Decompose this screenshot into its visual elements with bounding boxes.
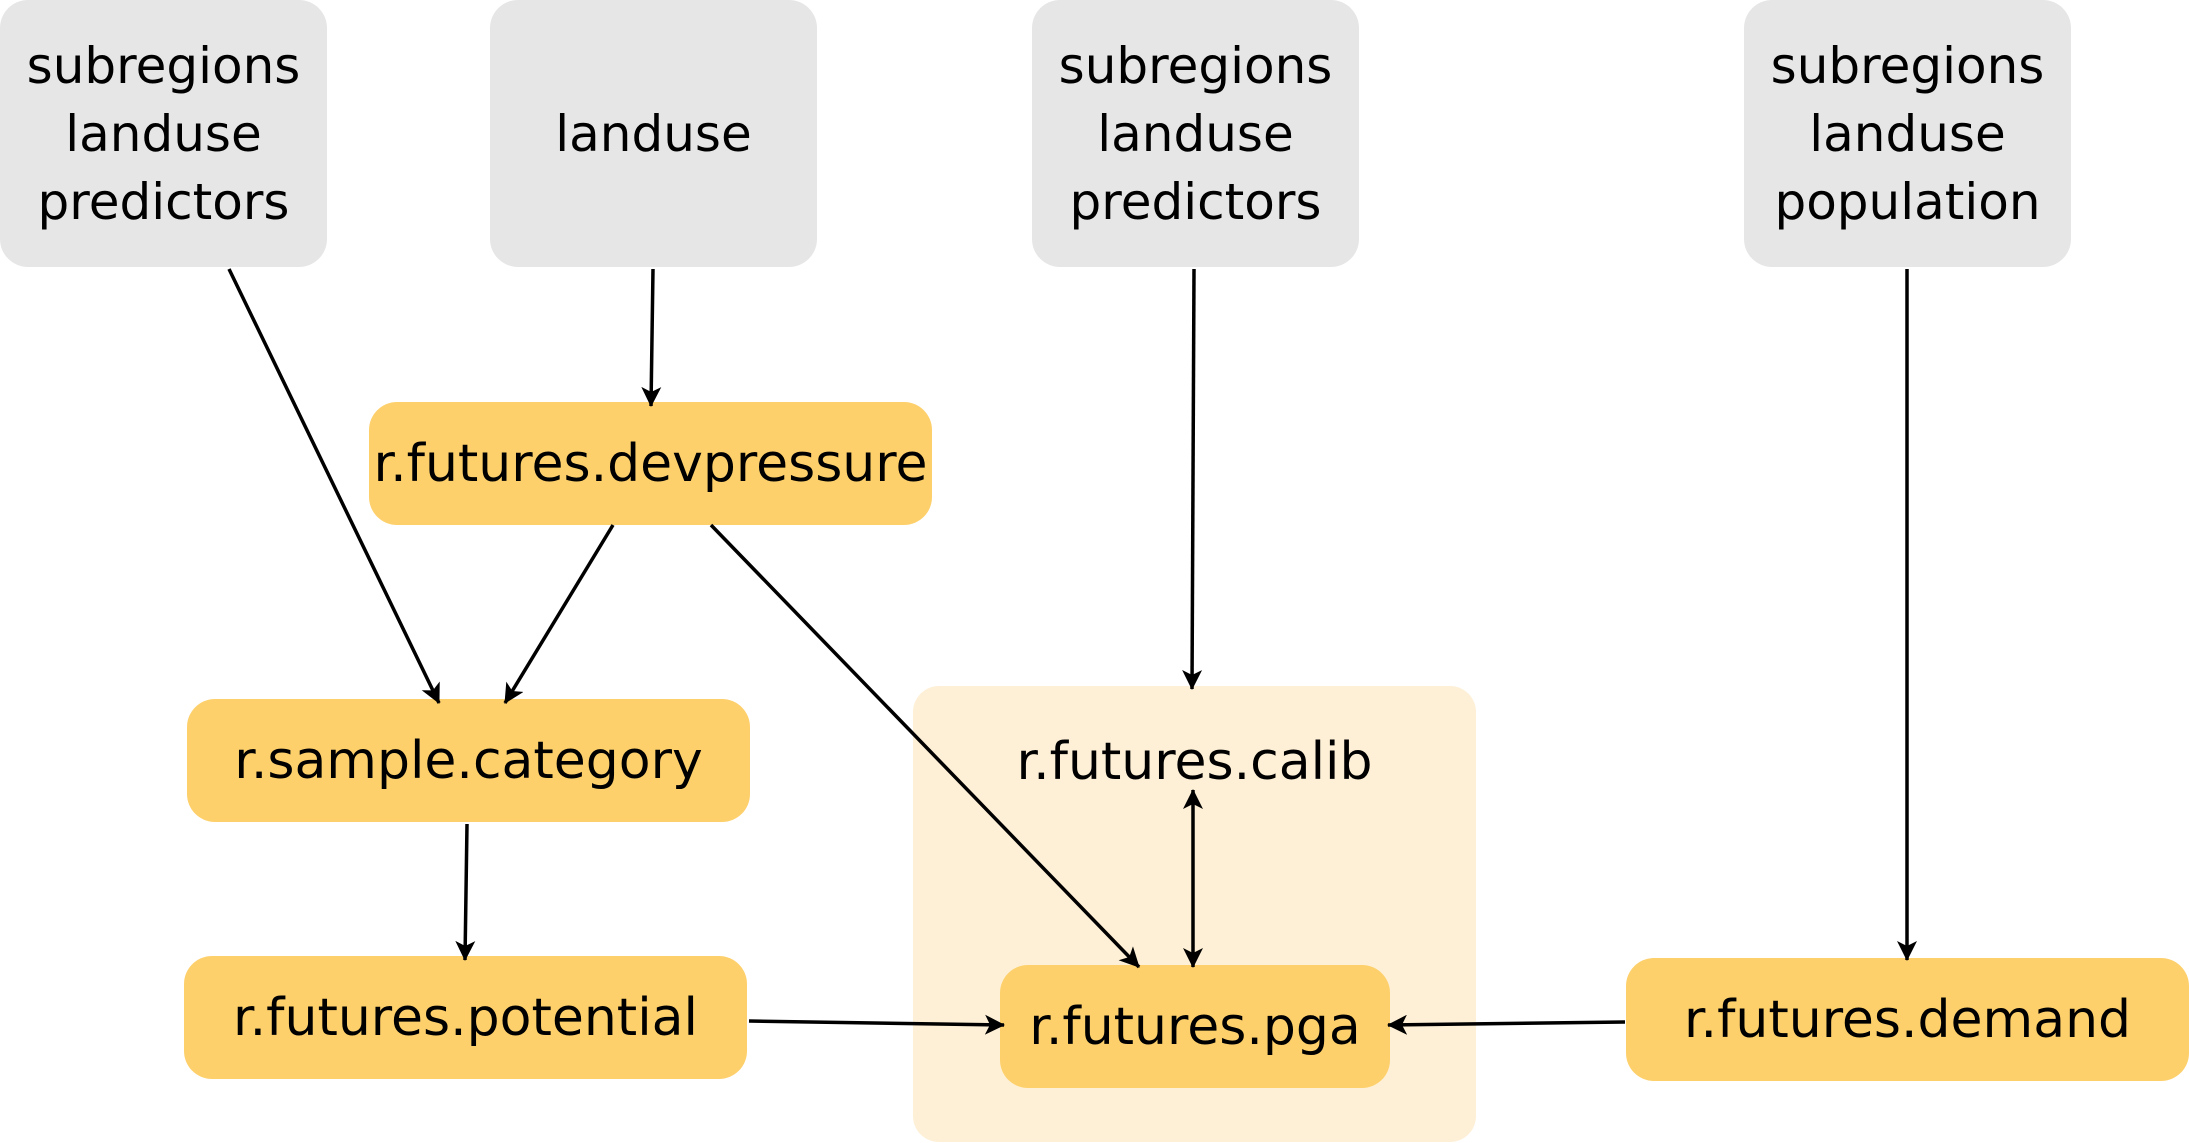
arrow-sample-category-to-potential <box>455 823 476 961</box>
input-line: subregions <box>26 36 301 95</box>
module-pga: r.futures.pga <box>1000 965 1390 1088</box>
input-box-landuse: landuse <box>490 0 817 267</box>
input-line: landuse <box>1097 104 1294 163</box>
input-box-subregions-landuse-population: subregions landuse population <box>1744 0 2071 267</box>
module-demand: r.futures.demand <box>1626 958 2189 1081</box>
input-line: landuse <box>1809 104 2006 163</box>
module-sample-category: r.sample.category <box>187 699 750 822</box>
input-box-subregions-landuse-predictors-right: subregions landuse predictors <box>1032 0 1359 267</box>
arrow-landuse-to-devpressure <box>641 268 662 407</box>
arrow-devpressure-to-sample-category <box>503 524 615 704</box>
input-line: landuse <box>65 104 262 163</box>
input-line: population <box>1774 172 2041 231</box>
input-line: predictors <box>37 172 290 231</box>
module-potential: r.futures.potential <box>184 956 747 1079</box>
arrow-input3-to-calib <box>1182 268 1203 690</box>
input-line: subregions <box>1770 36 2045 95</box>
input-line: subregions <box>1058 36 1333 95</box>
module-devpressure: r.futures.devpressure <box>369 402 932 525</box>
input-line: predictors <box>1069 172 1322 231</box>
input-box-subregions-landuse-predictors-left: subregions landuse predictors <box>0 0 327 267</box>
module-calib: r.futures.calib <box>1016 732 1373 792</box>
input-line: landuse <box>555 104 752 163</box>
